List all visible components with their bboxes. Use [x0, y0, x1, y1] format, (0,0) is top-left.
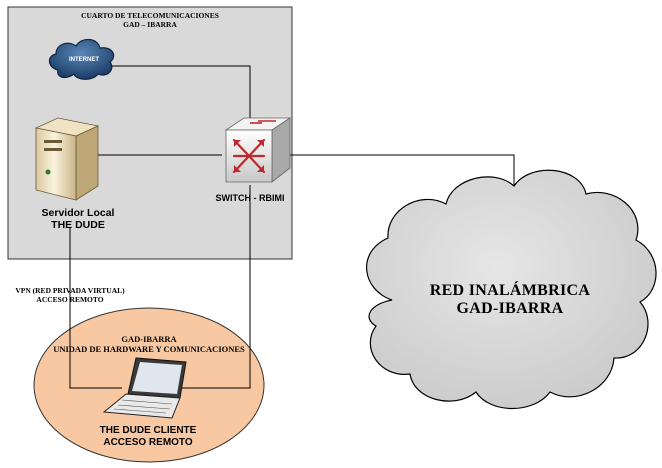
unit-label: GAD-IBARRA UNIDAD DE HARDWARE Y COMUNICA… — [34, 334, 264, 355]
client-label-line2: ACCESO REMOTO — [103, 436, 193, 448]
internet-to-switch-line — [103, 65, 251, 130]
vpn-label: VPN (RED PRIVADA VIRTUAL) ACCESO REMOTO — [8, 286, 132, 304]
switch-to-client-line — [180, 185, 251, 389]
laptop-icon — [102, 357, 187, 419]
server-label-line1: Servidor Local — [41, 207, 115, 219]
wireless-label-line1: RED INALÁMBRICA — [429, 282, 591, 299]
server-label: Servidor Local THE DUDE — [20, 207, 136, 231]
internet-label: INTERNET — [69, 57, 99, 63]
wireless-network-cloud — [366, 169, 657, 410]
room-title-line1: CUARTO DE TELECOMUNICACIONES — [81, 11, 219, 20]
wireless-label-line2: GAD-IBARRA — [456, 300, 564, 318]
client-label: THE DUDE CLIENTE ACCESO REMOTO — [78, 425, 218, 448]
switch-label: SWITCH - RBIMI — [215, 193, 285, 203]
room-title-line2: GAD – IBARRA — [123, 19, 177, 29]
client-label-line1: THE DUDE CLIENTE — [99, 425, 197, 436]
vpn-label-line2: ACCESO REMOTO — [36, 294, 104, 304]
vpn-label-line1: VPN (RED PRIVADA VIRTUAL) — [15, 286, 125, 295]
wireless-label: RED INALÁMBRICA GAD-IBARRA — [400, 282, 620, 319]
unit-label-line1: GAD-IBARRA — [121, 334, 177, 344]
room-title: CUARTO DE TELECOMUNICACIONES GAD – IBARR… — [8, 11, 292, 29]
internet-cloud-icon — [48, 38, 115, 80]
switch-icon — [224, 117, 292, 183]
unit-label-line2: UNIDAD DE HARDWARE Y COMUNICACIONES — [53, 343, 245, 354]
server-label-line2: THE DUDE — [51, 219, 105, 232]
server-icon — [34, 117, 100, 201]
vpn-loop-line — [69, 228, 122, 389]
